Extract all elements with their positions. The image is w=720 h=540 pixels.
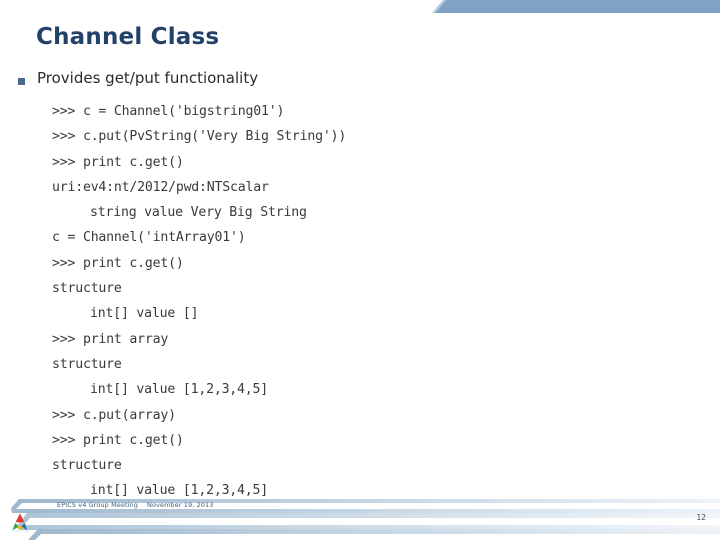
code-line: >>> print c.get() [52,154,184,170]
code-line: int[] value [1,2,3,4,5] [90,483,269,499]
code-block: >>> c = Channel('bigstring01') >>> c.put… [52,99,692,504]
code-line: >>> c = Channel('bigstring01') [52,104,285,119]
top-decoration-bar [0,0,720,16]
code-line: >>> print c.get() [52,432,184,448]
code-line: string value Very Big String [90,205,307,221]
footer-meta: EPICS v4 Group Meeting November 19, 2013 [57,501,214,509]
code-line: uri:ev4:nt/2012/pwd:NTScalar [52,179,269,195]
footer-swoosh-icon [11,499,720,540]
code-line: >>> print c.get() [52,255,184,271]
page-number: 12 [696,513,706,522]
code-line: structure [52,458,122,474]
code-line: structure [52,356,122,372]
code-line: c = Channel('intArray01') [52,230,246,246]
code-line: >>> print array [52,331,169,347]
bullet-item: Provides get/put functionality [18,70,258,87]
bullet-item-label: Provides get/put functionality [37,69,259,87]
code-line: int[] value [1,2,3,4,5] [90,382,269,398]
footer-decoration [0,494,720,540]
footer-event-label: EPICS v4 Group Meeting [57,501,138,509]
code-line: structure [52,281,122,297]
top-bar-parallelogram [432,0,720,13]
epics-triangle-logo-icon [11,512,29,532]
square-bullet-icon [18,78,25,85]
footer-date-label: November 19, 2013 [146,501,214,509]
code-line: >>> c.put(array) [52,407,176,423]
code-line: int[] value [] [90,306,199,322]
code-line: >>> c.put(PvString('Very Big String')) [52,129,347,145]
page-title: Channel Class [36,24,220,50]
